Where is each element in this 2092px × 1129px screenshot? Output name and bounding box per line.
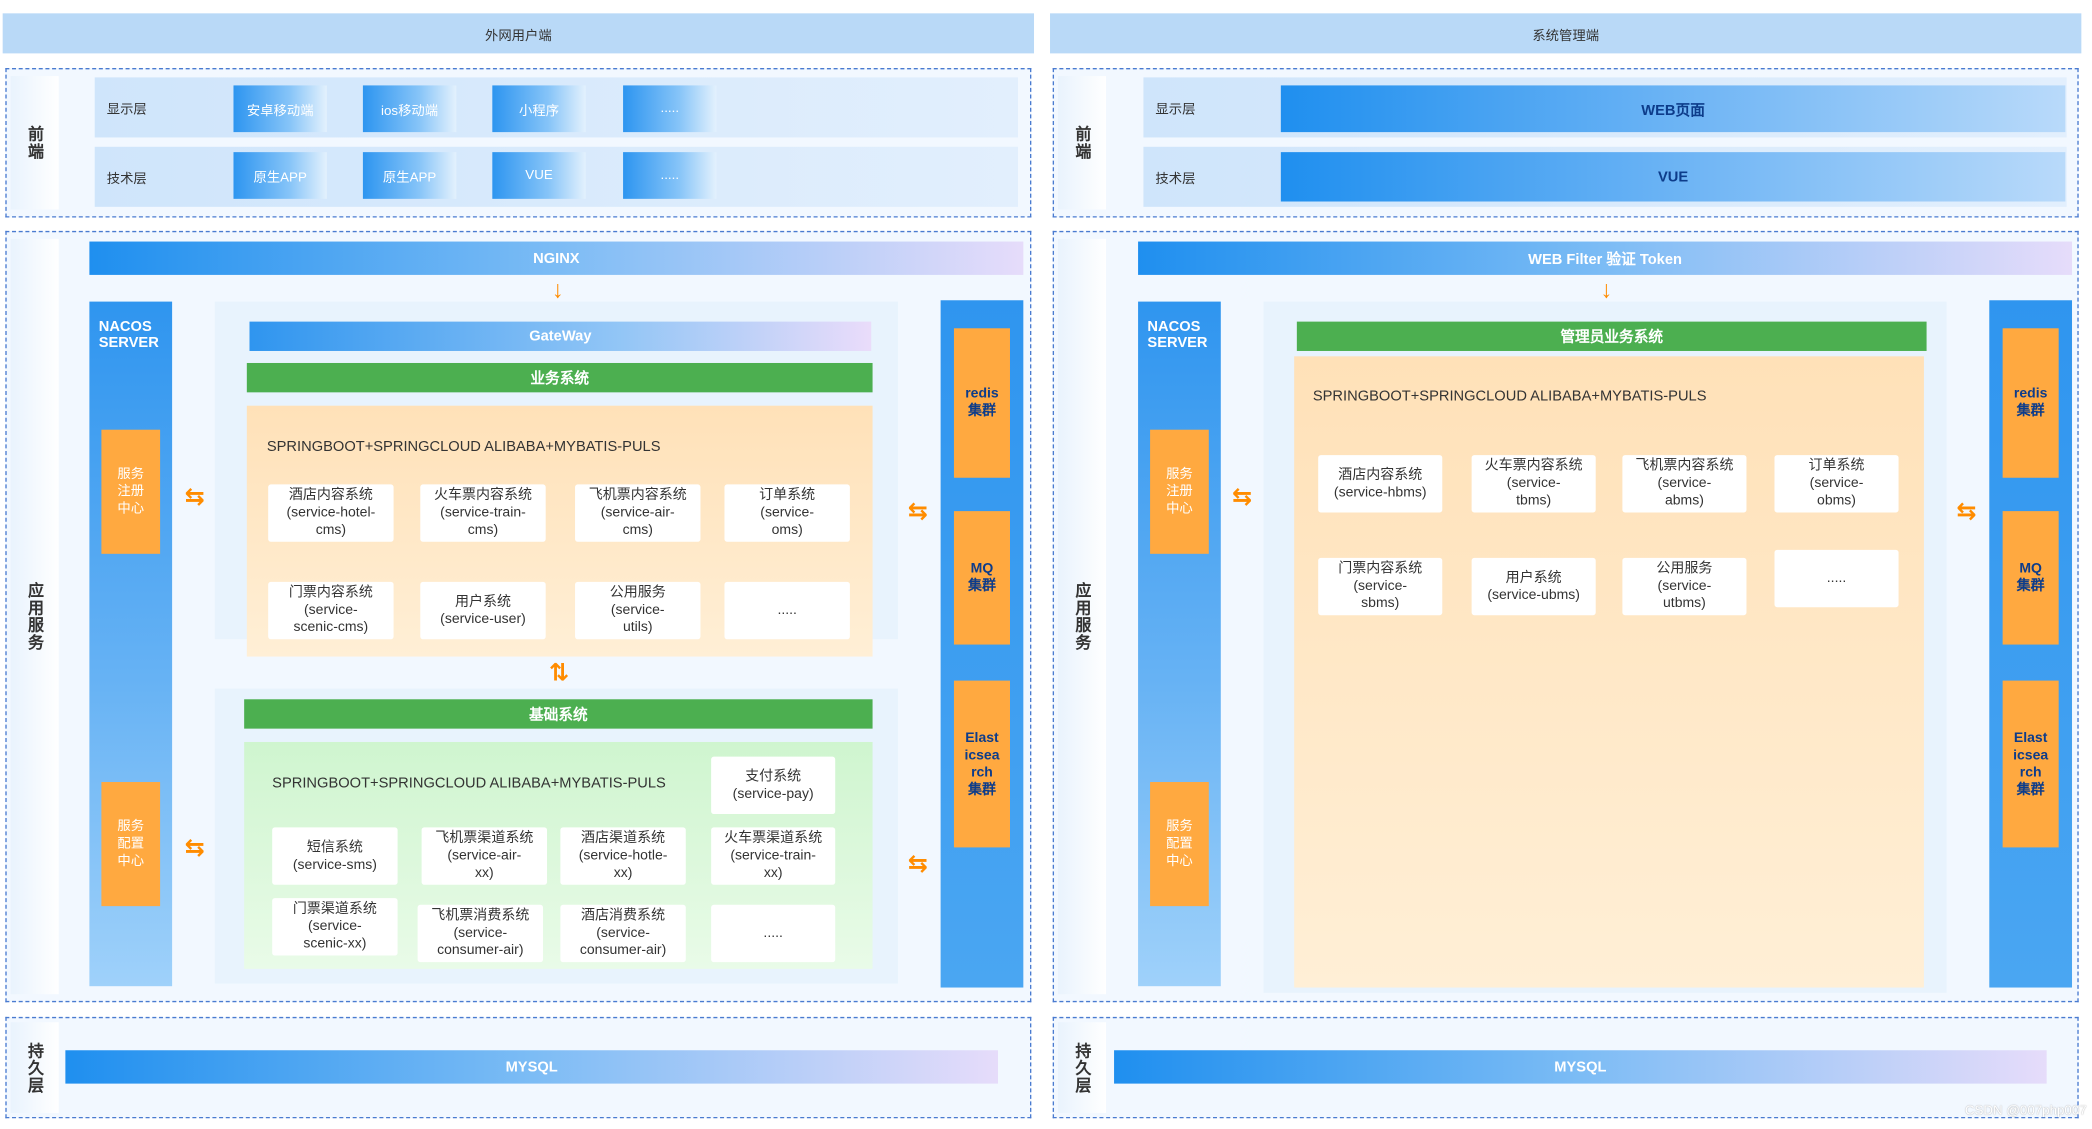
left-app-label: 应用服务	[10, 238, 59, 995]
service-box: 飞机票消费系统 (service- consumer-air)	[417, 904, 544, 963]
tech-item: .....	[623, 152, 717, 199]
right-app-label: 应用服务	[1058, 238, 1107, 995]
right-persist-label: 持久层	[1058, 1022, 1107, 1113]
vue-bar: VUE	[1280, 152, 2066, 202]
nacos-title: NACOS SERVER	[98, 318, 159, 351]
mysql-bar: MYSQL	[65, 1050, 998, 1084]
display-layer-label: 显示层	[106, 102, 147, 118]
business-system-title: 业务系统	[246, 362, 873, 393]
bidirectional-arrow-icon: ⇆	[907, 850, 928, 877]
admin-tech-stack: SPRINGBOOT+SPRINGCLOUD ALIBABA+MYBATIS-P…	[1312, 388, 1707, 405]
service-box: 酒店内容系统 (service-hbms)	[1318, 455, 1443, 513]
right-header: 系统管理端	[1050, 13, 2082, 54]
service-box: 用户系统 (service-ubms)	[1471, 557, 1596, 616]
right-frontend-label: 前端	[1058, 76, 1107, 210]
bidirectional-arrow-icon: ⇆	[184, 483, 205, 510]
middleware-box: redis 集群	[953, 328, 1010, 478]
tech-layer-label: 技术层	[106, 172, 147, 187]
middleware-box: Elast icsea rch 集群	[953, 680, 1010, 848]
down-arrow-icon: ↓	[1600, 276, 1613, 303]
display-layer-label: 显示层	[1155, 102, 1196, 118]
service-box: 飞机票内容系统 (service-air- cms)	[575, 484, 701, 542]
bidirectional-arrow-icon: ⇆	[1956, 497, 1977, 525]
tech-item: VUE	[492, 152, 586, 199]
nginx-bar: NGINX	[89, 241, 1024, 275]
service-box: 订单系统 (service- oms)	[724, 484, 850, 542]
service-box: 飞机票渠道系统 (service-air- xx)	[421, 827, 548, 885]
base-tech-stack: SPRINGBOOT+SPRINGCLOUD ALIBABA+MYBATIS-P…	[272, 775, 666, 792]
service-box: .....	[1774, 549, 1899, 608]
service-box: .....	[711, 904, 836, 963]
service-registry-center: 服务 注册 中心	[101, 429, 161, 554]
service-box: 短信系统 (service-sms)	[272, 827, 398, 885]
service-box: 酒店渠道系统 (service-hotle- xx)	[560, 827, 686, 885]
web-filter-bar: WEB Filter 验证 Token	[1138, 241, 2073, 275]
service-config-center: 服务 配置 中心	[1150, 782, 1209, 907]
service-box: 公用服务 (service- utils)	[575, 581, 701, 640]
up-down-arrow-icon: ⇅	[548, 659, 570, 686]
left-frontend-label: 前端	[10, 76, 59, 210]
down-arrow-icon: ↓	[551, 276, 564, 303]
service-box: 火车票渠道系统 (service-train- xx)	[711, 827, 836, 885]
gateway-bar: GateWay	[249, 321, 872, 351]
middleware-box: MQ 集群	[953, 511, 1010, 645]
display-item: 小程序	[492, 85, 586, 133]
admin-system-panel	[1294, 356, 1924, 988]
nacos-title: NACOS SERVER	[1147, 318, 1208, 351]
display-item: 安卓移动端	[233, 85, 327, 133]
middleware-box: MQ 集群	[2002, 511, 2059, 645]
service-box: 支付系统 (service-pay)	[711, 756, 836, 815]
bidirectional-arrow-icon: ⇆	[184, 834, 205, 861]
business-tech-stack: SPRINGBOOT+SPRINGCLOUD ALIBABA+MYBATIS-P…	[266, 439, 661, 456]
service-box: .....	[724, 581, 850, 640]
service-box: 飞机票内容系统 (service- abms)	[1622, 455, 1747, 513]
mysql-bar: MYSQL	[1114, 1050, 2047, 1084]
service-box: 门票内容系统 (service- scenic-cms)	[268, 581, 394, 640]
admin-system-title: 管理员业务系统	[1296, 321, 1927, 351]
tech-item: 原生APP	[362, 152, 457, 199]
service-box: 火车票内容系统 (service- tbms)	[1471, 455, 1596, 513]
service-box: 用户系统 (service-user)	[420, 581, 546, 640]
bidirectional-arrow-icon: ⇆	[1232, 483, 1253, 510]
web-page-bar: WEB页面	[1280, 85, 2066, 133]
watermark-credit: CSDN @007php007	[1964, 1103, 2087, 1119]
middleware-box: redis 集群	[2002, 328, 2059, 478]
service-box: 门票渠道系统 (service- scenic-xx)	[272, 898, 398, 956]
service-registry-center: 服务 注册 中心	[1150, 429, 1209, 554]
tech-layer-label: 技术层	[1155, 172, 1196, 187]
tech-item: 原生APP	[233, 152, 327, 199]
middleware-box: Elast icsea rch 集群	[2002, 680, 2059, 848]
bidirectional-arrow-icon: ⇆	[907, 497, 928, 525]
left-persist-label: 持久层	[10, 1022, 59, 1113]
display-item: ios移动端	[362, 85, 457, 133]
service-config-center: 服务 配置 中心	[101, 782, 161, 907]
service-box: 订单系统 (service- obms)	[1774, 455, 1899, 513]
service-box: 门票内容系统 (service- sbms)	[1318, 557, 1443, 616]
left-header: 外网用户端	[2, 13, 1035, 54]
service-box: 酒店消费系统 (service- consumer-air)	[560, 904, 686, 963]
service-box: 火车票内容系统 (service-train- cms)	[420, 484, 546, 542]
base-system-title: 基础系统	[244, 699, 873, 729]
service-box: 酒店内容系统 (service-hotel- cms)	[268, 484, 394, 542]
service-box: 公用服务 (service- utbms)	[1622, 557, 1747, 616]
display-item: .....	[623, 85, 717, 133]
